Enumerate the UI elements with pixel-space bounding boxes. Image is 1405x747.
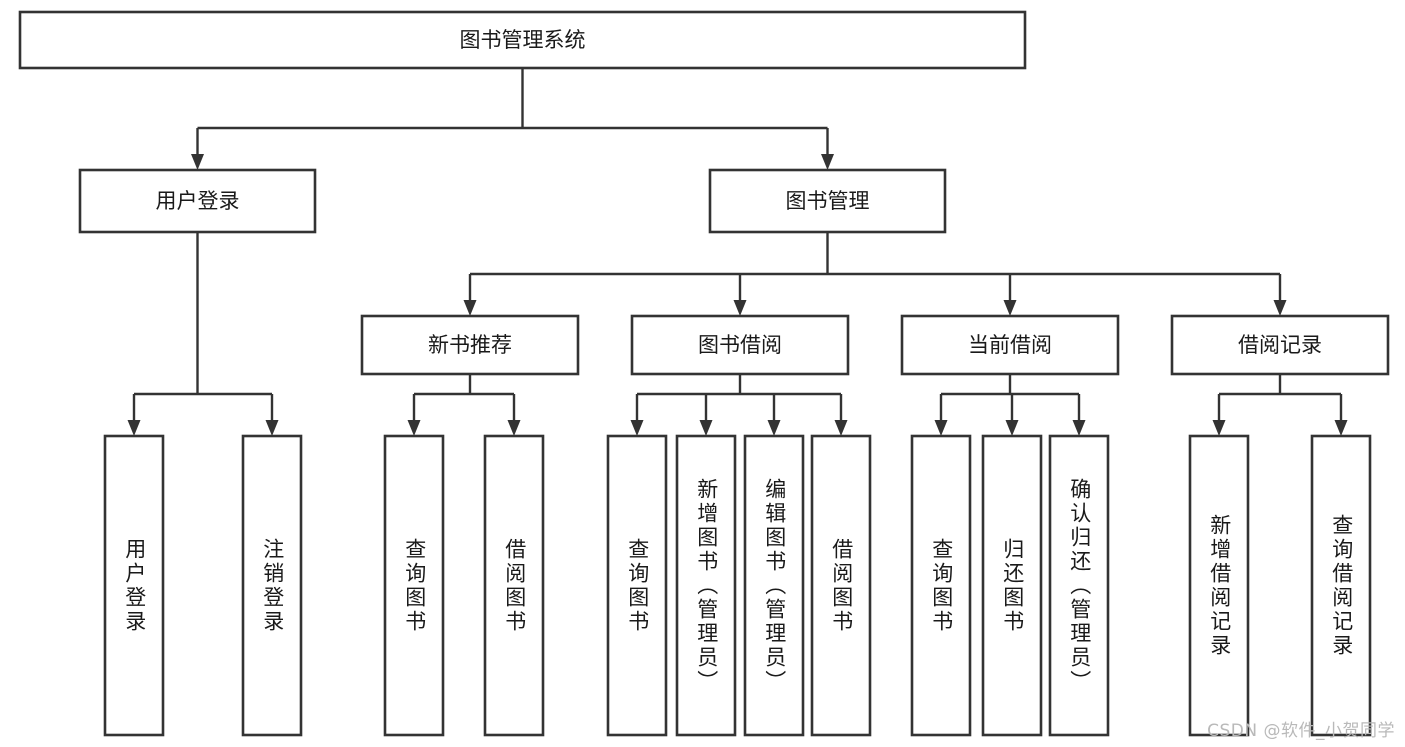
node-label-book-borrow: 图书借阅 (698, 333, 782, 357)
node-box-borrow-record[interactable] (1170, 314, 1390, 376)
node-box-current-borrow[interactable] (900, 314, 1120, 376)
node-label-new-book-recommend: 新书推荐 (428, 333, 512, 357)
node-box-root[interactable] (18, 10, 1027, 70)
node-box-leaf-query-book-current[interactable] (910, 434, 972, 737)
node-label-book-management: 图书管理 (786, 189, 870, 213)
node-label-root: 图书管理系统 (460, 28, 586, 52)
arrow-head-leaf-borrow-book-recommend (507, 420, 521, 436)
node-label-current-borrow: 当前借阅 (968, 333, 1052, 357)
arrow-head-book-borrow (733, 300, 747, 316)
node-box-leaf-user-login[interactable] (103, 434, 165, 737)
arrow-head-leaf-borrow-book (834, 420, 848, 436)
watermark-text: CSDN @软件_小贺同学 (1207, 721, 1395, 741)
arrow-head-leaf-logout (265, 420, 279, 436)
node-box-book-borrow[interactable] (630, 314, 850, 376)
node-box-leaf-confirm-return[interactable] (1048, 434, 1110, 737)
arrow-head-leaf-confirm-return (1072, 420, 1086, 436)
node-box-leaf-return-book[interactable] (981, 434, 1043, 737)
node-label-user-login: 用户登录 (156, 189, 240, 213)
connectors-layer (127, 68, 1348, 436)
boxes-layer (18, 10, 1390, 737)
node-box-leaf-logout[interactable] (241, 434, 303, 737)
node-box-leaf-edit-book[interactable] (743, 434, 805, 737)
node-box-leaf-add-borrow-record[interactable] (1188, 434, 1250, 737)
node-box-new-book-recommend[interactable] (360, 314, 580, 376)
node-box-leaf-borrow-book-recommend[interactable] (483, 434, 545, 737)
arrow-head-book-management (821, 154, 834, 170)
arrow-head-leaf-query-borrow-record (1334, 420, 1348, 436)
arrow-head-new-book-recommend (463, 300, 477, 316)
arrow-head-leaf-query-book-borrow (630, 420, 644, 436)
arrow-head-current-borrow (1003, 300, 1017, 316)
arrow-head-leaf-query-book-current (934, 420, 948, 436)
arrow-head-leaf-add-book (699, 420, 713, 436)
arrow-head-leaf-edit-book (767, 420, 781, 436)
node-box-leaf-query-book-borrow[interactable] (606, 434, 668, 737)
arrow-head-leaf-add-borrow-record (1212, 420, 1226, 436)
node-box-leaf-query-book-recommend[interactable] (383, 434, 445, 737)
node-box-leaf-borrow-book[interactable] (810, 434, 872, 737)
node-box-leaf-add-book[interactable] (675, 434, 737, 737)
node-box-book-management[interactable] (708, 168, 947, 234)
arrow-head-leaf-user-login (127, 420, 141, 436)
arrow-head-leaf-return-book (1005, 420, 1019, 436)
node-label-borrow-record: 借阅记录 (1238, 333, 1322, 357)
node-box-user-login[interactable] (78, 168, 317, 234)
node-box-leaf-query-borrow-record[interactable] (1310, 434, 1372, 737)
arrow-head-borrow-record (1273, 300, 1287, 316)
arrow-head-user-login (191, 154, 204, 170)
arrow-head-leaf-query-book-recommend (407, 420, 421, 436)
